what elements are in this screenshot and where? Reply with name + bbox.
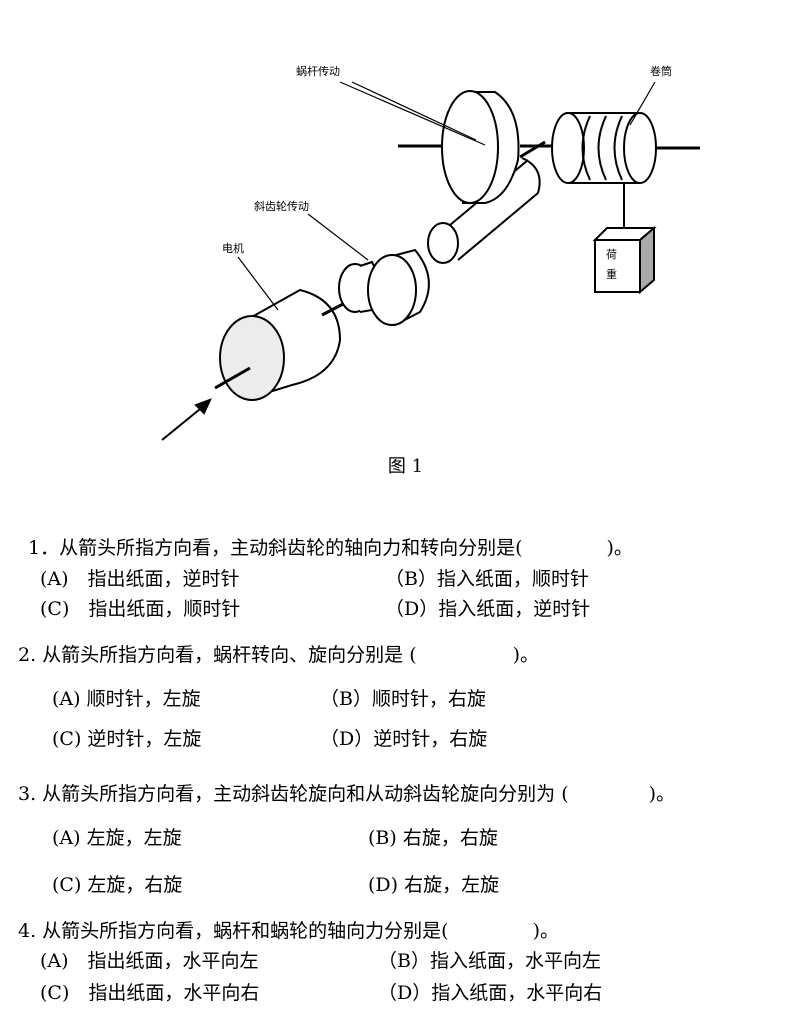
question-1-option-d[interactable]: （D）指入纸面，逆时针	[385, 598, 591, 620]
question-1-option-c[interactable]: (C) 指出纸面，顺时针	[40, 598, 241, 620]
question-2-option-c[interactable]: (C) 逆时针，左旋	[52, 728, 202, 750]
label-drum: 卷筒	[650, 64, 672, 78]
question-3-option-d[interactable]: (D) 右旋，左旋	[368, 874, 500, 896]
mechanism-diagram: 蜗杆传动 卷筒 斜齿轮传动 电机 荷 重	[161, 64, 700, 441]
label-load-1: 荷	[606, 248, 617, 261]
question-4-option-c[interactable]: (C) 指出纸面，水平向右	[40, 982, 260, 1004]
label-helical-gear-drive: 斜齿轮传动	[254, 199, 309, 213]
question-4-stem: 4. 从箭头所指方向看，蜗杆和蜗轮的轴向力分别是()。	[18, 920, 560, 942]
question-2-stem: 2. 从箭头所指方向看，蜗杆转向、旋向分别是 ()。	[18, 644, 540, 666]
helical-gears	[338, 248, 430, 326]
leader-lines	[237, 81, 656, 311]
label-worm-drive: 蜗杆传动	[296, 64, 340, 78]
drum	[551, 112, 700, 238]
question-2-option-b[interactable]: （B）顺时针，右旋	[320, 688, 486, 710]
view-direction-arrow	[161, 398, 212, 441]
question-3-option-c[interactable]: (C) 左旋，右旋	[52, 874, 183, 896]
question-2-option-d[interactable]: （D）逆时针，右旋	[320, 728, 488, 750]
motor	[214, 288, 346, 401]
question-3-option-a[interactable]: (A) 左旋，左旋	[52, 827, 182, 849]
question-1-option-a[interactable]: (A) 指出纸面，逆时针	[40, 568, 240, 590]
load-weight	[592, 225, 657, 295]
question-3-option-b[interactable]: (B) 右旋，右旋	[368, 827, 498, 849]
label-load-2: 重	[606, 267, 617, 281]
question-1-stem: 1．从箭头所指方向看，主动斜齿轮的轴向力和转向分别是()。	[28, 537, 633, 559]
figure-caption: 图 1	[387, 456, 424, 477]
question-4-option-a[interactable]: (A) 指出纸面，水平向左	[40, 950, 259, 972]
question-1-option-b[interactable]: （B）指入纸面，顺时针	[385, 568, 589, 590]
question-3-stem: 3. 从箭头所指方向看，主动斜齿轮旋向和从动斜齿轮旋向分别为 ()。	[18, 783, 676, 805]
question-2-option-a[interactable]: (A) 顺时针，左旋	[52, 688, 201, 710]
question-4-option-b[interactable]: （B）指入纸面，水平向左	[378, 950, 601, 972]
label-motor: 电机	[222, 241, 244, 255]
worm-wheel	[398, 90, 552, 204]
question-4-option-d[interactable]: （D）指入纸面，水平向右	[378, 982, 603, 1004]
